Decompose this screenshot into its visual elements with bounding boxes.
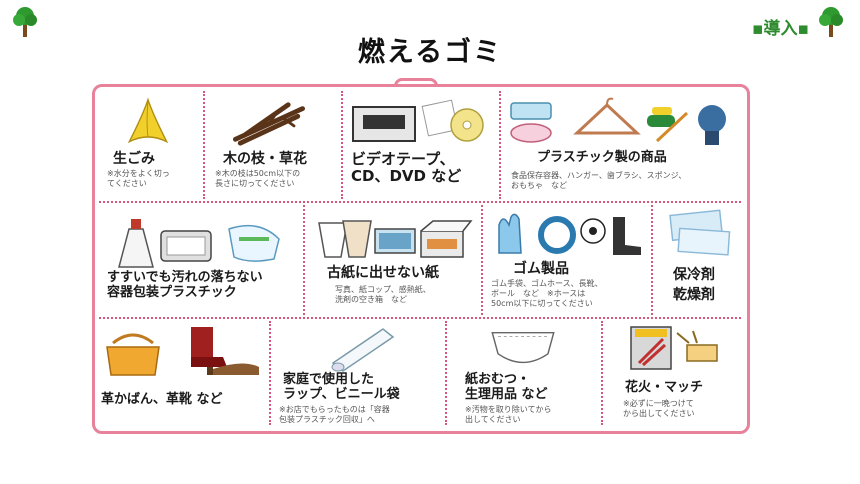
videotape-cd-icon — [352, 99, 484, 142]
item-label: 革かばん、革靴 など — [101, 392, 223, 407]
ice-pack-icon — [669, 209, 731, 256]
item-note: ※汚物を取り除いてから出してください — [465, 405, 552, 424]
item-label: 紙おむつ・ 生理用品 など — [465, 372, 548, 402]
column-divider — [341, 91, 343, 199]
plastic-containers-icon — [118, 219, 280, 268]
tree-icon — [819, 7, 843, 37]
item-label: ゴム製品 — [513, 261, 569, 277]
item-note: ※必ずに一晩つけてから出してください — [623, 399, 695, 418]
item-note: ※水分をよく切ってください — [107, 169, 170, 188]
category-diapers-sanitary: 紙おむつ・ 生理用品 など ※汚物を取り除いてから出してください — [447, 319, 601, 429]
category-food-waste: 生ごみ ※水分をよく切ってください — [95, 87, 203, 201]
item-note: ※木の枝は50cm以下の長さに切ってください — [215, 169, 301, 188]
item-label: すすいでも汚れの落ちない 容器包装プラスチック — [107, 270, 263, 300]
row-divider — [99, 317, 741, 319]
category-leather-goods: 革かばん、革靴 など — [95, 319, 269, 429]
tree-icon — [13, 7, 37, 37]
plastic-goods-icon — [510, 97, 726, 145]
category-branches-plants: 木の枝・草花 ※木の枝は50cm以下の長さに切ってください — [205, 87, 341, 201]
item-label: 木の枝・草花 — [223, 151, 307, 167]
rubber-goods-icon — [498, 213, 641, 255]
fireworks-matches-icon — [630, 326, 718, 370]
category-plastic-products: プラスチック製の商品 食品保存容器、ハンガー、歯ブラシ、スポンジ、おもちゃ など — [501, 87, 747, 201]
column-divider — [651, 205, 653, 315]
item-label: ビデオテープ、 CD、DVD など — [351, 150, 462, 186]
category-videotape-cd: ビデオテープ、 CD、DVD など — [343, 87, 499, 201]
column-divider — [481, 205, 483, 315]
diaper-icon — [491, 331, 555, 364]
section-tag: ▪導入▪ — [752, 19, 810, 39]
item-label: 家庭で使用した ラップ、ビニール袋 — [283, 372, 400, 402]
banana-peel-icon — [127, 97, 169, 144]
column-divider — [445, 321, 447, 425]
item-note: 写真、紙コップ、感熱紙、洗剤の空き箱 など — [335, 285, 431, 304]
item-label: 花火・マッチ — [625, 380, 704, 395]
item-note: ※お店でもらったものは「容器包装プラスチック回収」へ — [279, 405, 390, 424]
page-title: 燃えるゴミ — [357, 37, 503, 68]
row-divider — [99, 201, 741, 203]
category-fireworks-matches: 花火・マッチ ※必ずに一晩つけてから出してください — [603, 319, 747, 429]
bag-shoes-icon — [106, 327, 259, 376]
item-label: 保冷剤 乾燥剤 — [673, 267, 715, 304]
column-divider — [203, 91, 205, 199]
plastic-wrap-icon — [331, 328, 395, 372]
column-divider — [499, 91, 501, 199]
paper-cups-box-icon — [318, 220, 473, 258]
item-label: プラスチック製の商品 — [537, 150, 667, 165]
category-wrap-plastic-bags: 家庭で使用した ラップ、ビニール袋 ※お店でもらったものは「容器包装プラスチック… — [271, 319, 445, 429]
column-divider — [601, 321, 603, 425]
garbage-category-board: 生ごみ ※水分をよく切ってください 木の枝・草花 ※木の枝は50cm以下の長さに… — [92, 84, 750, 434]
item-label: 古紙に出せない紙 — [327, 265, 439, 281]
branches-icon — [233, 102, 305, 146]
column-divider — [269, 321, 271, 425]
category-ice-packs-desiccants: 保冷剤 乾燥剤 — [653, 203, 747, 317]
item-label: 生ごみ — [113, 151, 155, 167]
category-dirty-plastic-packaging: すすいでも汚れの落ちない 容器包装プラスチック — [95, 203, 303, 317]
category-non-recyclable-paper: 古紙に出せない紙 写真、紙コップ、感熱紙、洗剤の空き箱 など — [305, 203, 481, 317]
column-divider — [303, 205, 305, 315]
item-note: 食品保存容器、ハンガー、歯ブラシ、スポンジ、おもちゃ など — [511, 171, 687, 190]
